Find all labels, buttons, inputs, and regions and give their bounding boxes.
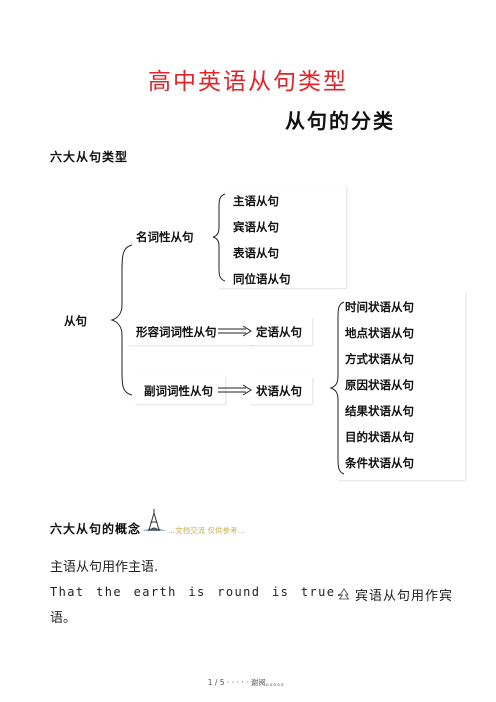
adverbial-clause-label: 状语从句 [256, 384, 302, 398]
adverbial-group-label: 副词词性从句 [144, 384, 213, 398]
adjectival-box [127, 317, 252, 345]
nominal-brace [212, 193, 226, 282]
adverbial-item: 地点状语从句 [345, 326, 414, 340]
nominal-items-box [218, 185, 346, 288]
adverbial-item: 结果状语从句 [345, 404, 414, 418]
adverbial-item: 方式状语从句 [345, 352, 414, 366]
adverbial-item: 目的状语从句 [345, 430, 414, 444]
arrow-to-adverbial [218, 384, 252, 396]
nominal-item: 同位语从句 [233, 272, 291, 286]
body-line-3: 语。 [50, 611, 77, 626]
attributive-box [250, 317, 312, 345]
watermark-text: ...文档交流 仅供参考... [168, 526, 245, 535]
body-line-2-chinese: 宾语从句用作宾 [355, 589, 454, 604]
nominal-item: 宾语从句 [233, 220, 279, 234]
adjectival-group-label: 形容词词性从句 [136, 325, 217, 339]
main-brace [110, 244, 133, 396]
adverbial-box [135, 376, 225, 404]
adverbial-items-box [337, 292, 465, 480]
concept-heading: 六大从句的概念 [50, 522, 142, 536]
adverbial-item: 条件状语从句 [345, 456, 414, 470]
arrow-to-attributive [218, 325, 252, 337]
nominal-item: 主语从句 [233, 194, 279, 208]
nominal-item: 表语从句 [233, 246, 279, 260]
document-subtitle: 从句的分类 [285, 109, 395, 133]
document-title: 高中英语从句类型 [148, 69, 348, 95]
body-line-2-english: That the earth is round is true. [50, 585, 344, 599]
small-tree-icon [338, 588, 350, 600]
page-footer: 1 / 5 · · · · · 谢阅。。。。。 [207, 678, 289, 687]
adverbial-item: 原因状语从句 [345, 378, 414, 392]
adverbial-brace [329, 301, 345, 475]
attributive-clause-label: 定语从句 [256, 325, 302, 339]
adverbial-item: 时间状语从句 [345, 300, 414, 314]
section-heading: 六大从句类型 [50, 150, 129, 164]
root-node: 从句 [64, 314, 87, 328]
nominal-group-label: 名词性从句 [136, 230, 194, 244]
eiffel-tower-icon [142, 509, 166, 531]
adverbial-clause-box [250, 376, 312, 404]
body-line-1: 主语从句用作主语. [50, 560, 159, 575]
